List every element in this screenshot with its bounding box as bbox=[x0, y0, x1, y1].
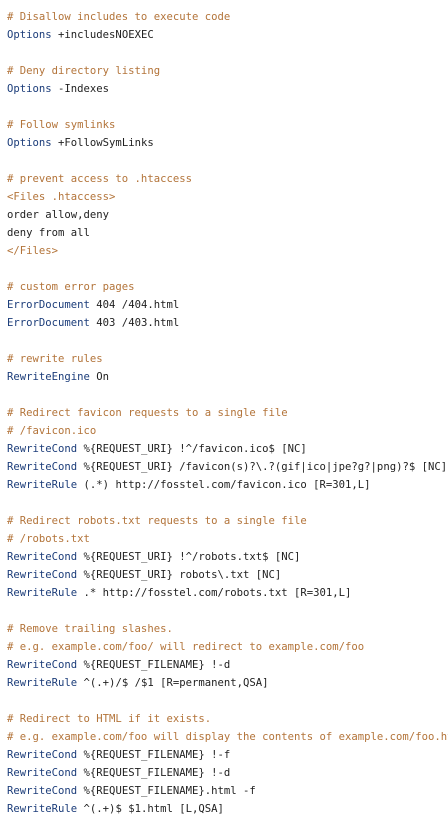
directive-arguments: +includesNOEXEC bbox=[51, 29, 154, 41]
code-line: RewriteCond %{REQUEST_URI} robots\.txt [… bbox=[7, 566, 448, 584]
comment-line: # prevent access to .htaccess bbox=[7, 173, 192, 185]
directive-keyword: Options bbox=[7, 137, 52, 149]
code-line: Options +includesNOEXEC bbox=[7, 26, 448, 44]
blank-line bbox=[7, 152, 448, 170]
directive-keyword: RewriteRule bbox=[7, 587, 78, 599]
directive-keyword: RewriteCond bbox=[7, 461, 78, 473]
directive-keyword: RewriteRule bbox=[7, 479, 78, 491]
directive-keyword: RewriteRule bbox=[7, 677, 78, 689]
blank-line bbox=[7, 602, 448, 620]
directive-arguments: .* http://fosstel.com/robots.txt [R=301,… bbox=[77, 587, 352, 599]
code-line: RewriteCond %{REQUEST_FILENAME} !-d bbox=[7, 656, 448, 674]
code-line: RewriteEngine On bbox=[7, 368, 448, 386]
directive-keyword: RewriteCond bbox=[7, 785, 78, 797]
code-line: deny from all bbox=[7, 227, 90, 239]
code-line: RewriteCond %{REQUEST_FILENAME} !-d bbox=[7, 764, 448, 782]
comment-line: # e.g. example.com/foo/ will redirect to… bbox=[7, 641, 365, 653]
directive-arguments: %{REQUEST_FILENAME} !-f bbox=[77, 749, 231, 761]
directive-keyword: ErrorDocument bbox=[7, 299, 90, 311]
code-line: RewriteCond %{REQUEST_FILENAME}.html -f bbox=[7, 782, 448, 800]
comment-line: # Redirect to HTML if it exists. bbox=[7, 713, 212, 725]
directive-arguments: %{REQUEST_FILENAME} !-d bbox=[77, 659, 231, 671]
comment-line: # custom error pages bbox=[7, 281, 135, 293]
directive-keyword: Options bbox=[7, 83, 52, 95]
comment-line: # Follow symlinks bbox=[7, 119, 116, 131]
directive-keyword: RewriteCond bbox=[7, 767, 78, 779]
directive-keyword: RewriteEngine bbox=[7, 371, 90, 383]
code-line: RewriteCond %{REQUEST_URI} /favicon(s)?\… bbox=[7, 458, 448, 476]
blank-line bbox=[7, 692, 448, 710]
code-line: Options +FollowSymLinks bbox=[7, 134, 448, 152]
comment-line: # Deny directory listing bbox=[7, 65, 161, 77]
blank-line bbox=[7, 260, 448, 278]
directive-arguments: %{REQUEST_URI} !^/favicon.ico$ [NC] bbox=[77, 443, 307, 455]
directive-keyword: RewriteCond bbox=[7, 569, 78, 581]
blank-line bbox=[7, 494, 448, 512]
code-line: order allow,deny bbox=[7, 209, 110, 221]
directive-arguments: ^(.+)/$ /$1 [R=permanent,QSA] bbox=[77, 677, 269, 689]
directive-keyword: RewriteCond bbox=[7, 659, 78, 671]
code-line: RewriteCond %{REQUEST_FILENAME} !-f bbox=[7, 746, 448, 764]
blank-line bbox=[7, 44, 448, 62]
code-line: ErrorDocument 403 /403.html bbox=[7, 314, 448, 332]
code-line: Options -Indexes bbox=[7, 80, 448, 98]
directive-arguments: %{REQUEST_FILENAME} !-d bbox=[77, 767, 231, 779]
comment-line: # Disallow includes to execute code bbox=[7, 11, 231, 23]
code-line: RewriteRule ^(.+)$ $1.html [L,QSA] bbox=[7, 800, 448, 818]
code-line: RewriteCond %{REQUEST_URI} !^/robots.txt… bbox=[7, 548, 448, 566]
comment-line: # /favicon.ico bbox=[7, 425, 97, 437]
comment-line: # Redirect favicon requests to a single … bbox=[7, 407, 288, 419]
code-line: RewriteRule (.*) http://fosstel.com/favi… bbox=[7, 476, 448, 494]
directive-arguments: (.*) http://fosstel.com/favicon.ico [R=3… bbox=[77, 479, 371, 491]
blank-line bbox=[7, 332, 448, 350]
code-line: RewriteRule .* http://fosstel.com/robots… bbox=[7, 584, 448, 602]
comment-line: # Remove trailing slashes. bbox=[7, 623, 173, 635]
directive-arguments: ^(.+)$ $1.html [L,QSA] bbox=[77, 803, 224, 815]
directive-arguments: On bbox=[89, 371, 110, 383]
files-tag-line: <Files .htaccess> bbox=[7, 191, 116, 203]
directive-arguments: -Indexes bbox=[51, 83, 110, 95]
directive-keyword: ErrorDocument bbox=[7, 317, 90, 329]
directive-keyword: RewriteCond bbox=[7, 551, 78, 563]
directive-keyword: RewriteRule bbox=[7, 803, 78, 815]
directive-keyword: RewriteCond bbox=[7, 443, 78, 455]
code-line: RewriteCond %{REQUEST_URI} !^/favicon.ic… bbox=[7, 440, 448, 458]
directive-keyword: Options bbox=[7, 29, 52, 41]
directive-arguments: %{REQUEST_URI} robots\.txt [NC] bbox=[77, 569, 282, 581]
directive-arguments: %{REQUEST_FILENAME}.html -f bbox=[77, 785, 256, 797]
code-line: ErrorDocument 404 /404.html bbox=[7, 296, 448, 314]
directive-arguments: 404 /404.html bbox=[89, 299, 180, 311]
comment-line: # rewrite rules bbox=[7, 353, 103, 365]
comment-line: # /robots.txt bbox=[7, 533, 90, 545]
files-tag-line: </Files> bbox=[7, 245, 59, 257]
directive-arguments: +FollowSymLinks bbox=[51, 137, 154, 149]
directive-arguments: %{REQUEST_URI} /favicon(s)?\.?(gif|ico|j… bbox=[77, 461, 448, 473]
code-line: RewriteRule ^(.+)/$ /$1 [R=permanent,QSA… bbox=[7, 674, 448, 692]
comment-line: # e.g. example.com/foo will display the … bbox=[7, 731, 448, 743]
blank-line bbox=[7, 386, 448, 404]
blank-line bbox=[7, 98, 448, 116]
comment-line: # Redirect robots.txt requests to a sing… bbox=[7, 515, 307, 527]
directive-keyword: RewriteCond bbox=[7, 749, 78, 761]
directive-arguments: %{REQUEST_URI} !^/robots.txt$ [NC] bbox=[77, 551, 301, 563]
directive-arguments: 403 /403.html bbox=[89, 317, 180, 329]
